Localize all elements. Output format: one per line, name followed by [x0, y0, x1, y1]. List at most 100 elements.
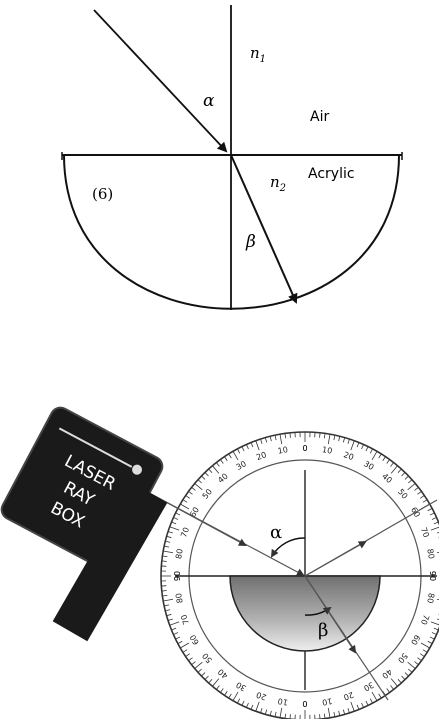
protractor-tick — [208, 468, 213, 473]
protractor-tick — [162, 555, 168, 558]
protractor-tick — [408, 668, 413, 673]
protractor-tick — [169, 526, 180, 531]
protractor-degree-label: 10 — [277, 445, 289, 456]
protractor-tick — [433, 627, 439, 631]
protractor-tick — [255, 440, 260, 451]
protractor-tick — [430, 526, 439, 531]
protractor-tick — [386, 459, 390, 464]
protractor-tick — [194, 483, 203, 491]
protractor-degree-label: 50 — [201, 487, 214, 501]
protractor-tick — [404, 475, 409, 480]
protractor-tick — [191, 487, 196, 491]
protractor-tick — [427, 508, 433, 512]
protractor-tick — [246, 444, 249, 450]
protractor-tick — [350, 701, 355, 712]
protractor-tick — [208, 679, 213, 684]
protractor-tick — [164, 604, 170, 607]
protractor-degree-label: 60 — [409, 633, 422, 646]
protractor-tick — [201, 475, 206, 480]
protractor-tick — [333, 435, 336, 441]
protractor-tick — [371, 691, 378, 701]
protractor-tick — [414, 661, 419, 665]
protractor-tick — [228, 693, 232, 699]
protractor-tick — [250, 442, 254, 448]
protractor-tick — [284, 433, 287, 439]
protractor-tick — [361, 702, 364, 708]
protractor-tick — [182, 649, 188, 653]
protractor-tick — [365, 446, 369, 452]
protractor-tick — [338, 710, 341, 716]
protractor-tick — [414, 487, 419, 491]
protractor-tick — [161, 560, 167, 562]
protractor-tick — [420, 642, 430, 649]
protractor-degree-label: 80 — [174, 548, 185, 560]
protractor-tick — [185, 495, 190, 499]
protractor-tick — [327, 434, 331, 445]
protractor-tick — [250, 704, 254, 710]
protractor-degree-label: 0 — [302, 699, 307, 708]
protractor-tick — [390, 685, 394, 690]
protractor-tick — [319, 714, 321, 719]
protractor-tick — [342, 437, 346, 443]
protractor-tick — [246, 702, 249, 708]
protractor-tick — [167, 531, 173, 534]
protractor-tick — [194, 661, 203, 669]
protractor-tick — [177, 640, 183, 644]
protractor-tick — [437, 532, 439, 534]
protractor-tick — [165, 540, 171, 543]
protractor-tick — [197, 668, 202, 673]
protractor-tick — [163, 598, 174, 602]
refracted-ray — [230, 154, 298, 304]
n1-label: n1 — [250, 44, 266, 65]
protractor-tick — [204, 472, 209, 477]
protractor-degree-label: 40 — [380, 667, 394, 680]
protractor-degree-label: 40 — [216, 472, 230, 485]
protractor-tick — [188, 657, 193, 661]
protractor-tick — [422, 499, 428, 503]
protractor-tick — [390, 465, 398, 474]
alpha-label-bottom: α — [270, 522, 282, 543]
protractor-degree-label: 70 — [419, 613, 431, 626]
protractor-tick — [228, 453, 232, 459]
protractor-tick — [401, 472, 406, 477]
protractor-tick — [417, 491, 422, 495]
protractor-degree-label: 40 — [216, 667, 230, 680]
protractor-tick — [279, 707, 283, 718]
acrylic-lens — [229, 575, 381, 652]
protractor-tick — [347, 708, 350, 714]
protractor-tick — [382, 456, 386, 461]
protractor-tick — [171, 521, 177, 525]
protractor-degree-label: 50 — [201, 651, 214, 665]
protractor-tick — [417, 657, 422, 661]
n2-label: n2 — [270, 173, 286, 194]
figure-number: (6) — [92, 185, 113, 203]
protractor-tick — [191, 661, 196, 665]
protractor-tick — [420, 653, 425, 657]
protractor-tick — [437, 618, 439, 620]
protractor-tick — [347, 438, 350, 444]
protractor-tick — [319, 432, 321, 438]
protractor-degree-label: 0 — [302, 699, 307, 708]
protractor-tick — [260, 708, 263, 714]
protractor-degree-label: 80 — [425, 548, 436, 560]
protractor-tick — [422, 649, 428, 653]
protractor-tick — [407, 661, 416, 669]
protractor-tick — [431, 517, 437, 520]
protractor-tick — [175, 512, 181, 516]
protractor-tick — [166, 613, 172, 617]
protractor-tick — [220, 688, 224, 693]
protractor-tick — [167, 618, 173, 621]
reflected-beam-arrow — [304, 541, 367, 577]
protractor-tick — [169, 621, 180, 626]
protractor-tick — [386, 688, 390, 693]
protractor-tick — [289, 714, 291, 719]
protractor-tick — [173, 517, 179, 520]
protractor-tick — [175, 636, 181, 640]
protractor-tick — [433, 521, 439, 525]
protractor-degree-label: 70 — [179, 613, 191, 626]
protractor-tick — [197, 479, 202, 484]
protractor-tick — [237, 698, 241, 704]
protractor-degree-label: 10 — [321, 696, 333, 707]
